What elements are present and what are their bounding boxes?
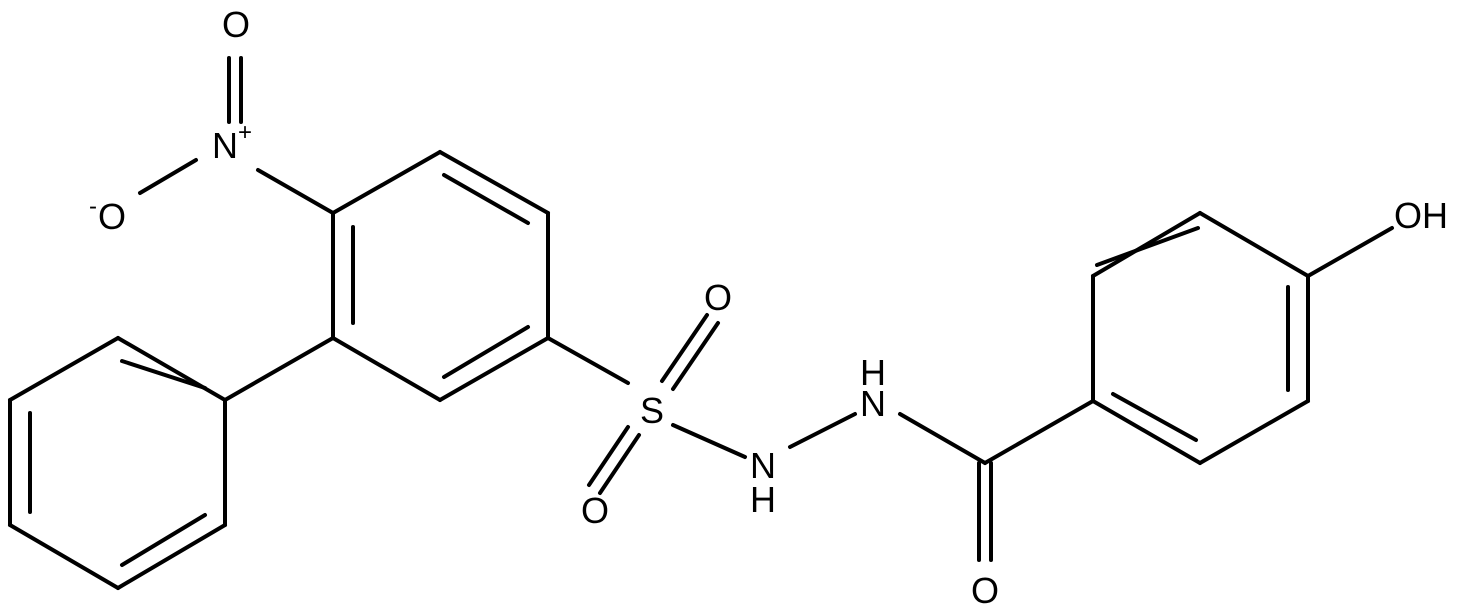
atom-labels: O N + - O S O O N H H N O OH [89, 4, 1448, 611]
atom-o: O [581, 490, 609, 531]
bond [1091, 399, 1202, 465]
bond [660, 313, 709, 383]
bond [671, 321, 720, 391]
charge-plus: + [238, 119, 252, 146]
bond-inner [120, 513, 207, 567]
bond [438, 150, 550, 215]
bond-inner [442, 325, 530, 379]
bond [116, 523, 227, 590]
atom-h: H [860, 352, 886, 393]
bond [671, 423, 747, 459]
bond [8, 523, 120, 590]
bond [331, 150, 442, 215]
atom-o: O [971, 570, 999, 611]
bond-inner [1095, 226, 1200, 267]
bond [138, 158, 198, 195]
bond-inner [1111, 392, 1198, 442]
atom-oh: OH [1394, 195, 1448, 236]
bond [898, 412, 987, 465]
bond [546, 336, 630, 385]
bond [587, 425, 630, 487]
atom-o: O [704, 277, 732, 318]
bond [438, 336, 550, 402]
bond [1091, 211, 1202, 278]
atom-o: O [222, 4, 250, 45]
bond [1306, 226, 1394, 278]
atom-n: N [860, 383, 886, 424]
bond [331, 336, 442, 402]
bond [116, 336, 227, 402]
bond [256, 168, 335, 215]
bond-inner [442, 173, 530, 225]
bond [983, 399, 1095, 465]
bond [1198, 399, 1310, 465]
atom-s: S [640, 390, 664, 431]
bond [8, 336, 120, 402]
atom-o: O [98, 196, 126, 237]
atom-n: N [212, 125, 238, 166]
charge-minus: - [89, 193, 97, 220]
bond [223, 336, 335, 402]
bond [788, 412, 857, 449]
bond-inner [120, 359, 207, 390]
atom-n: N [750, 445, 776, 486]
bond [1198, 211, 1310, 278]
bonds [8, 56, 1394, 590]
atom-h: H [750, 479, 776, 520]
bond [598, 433, 641, 495]
